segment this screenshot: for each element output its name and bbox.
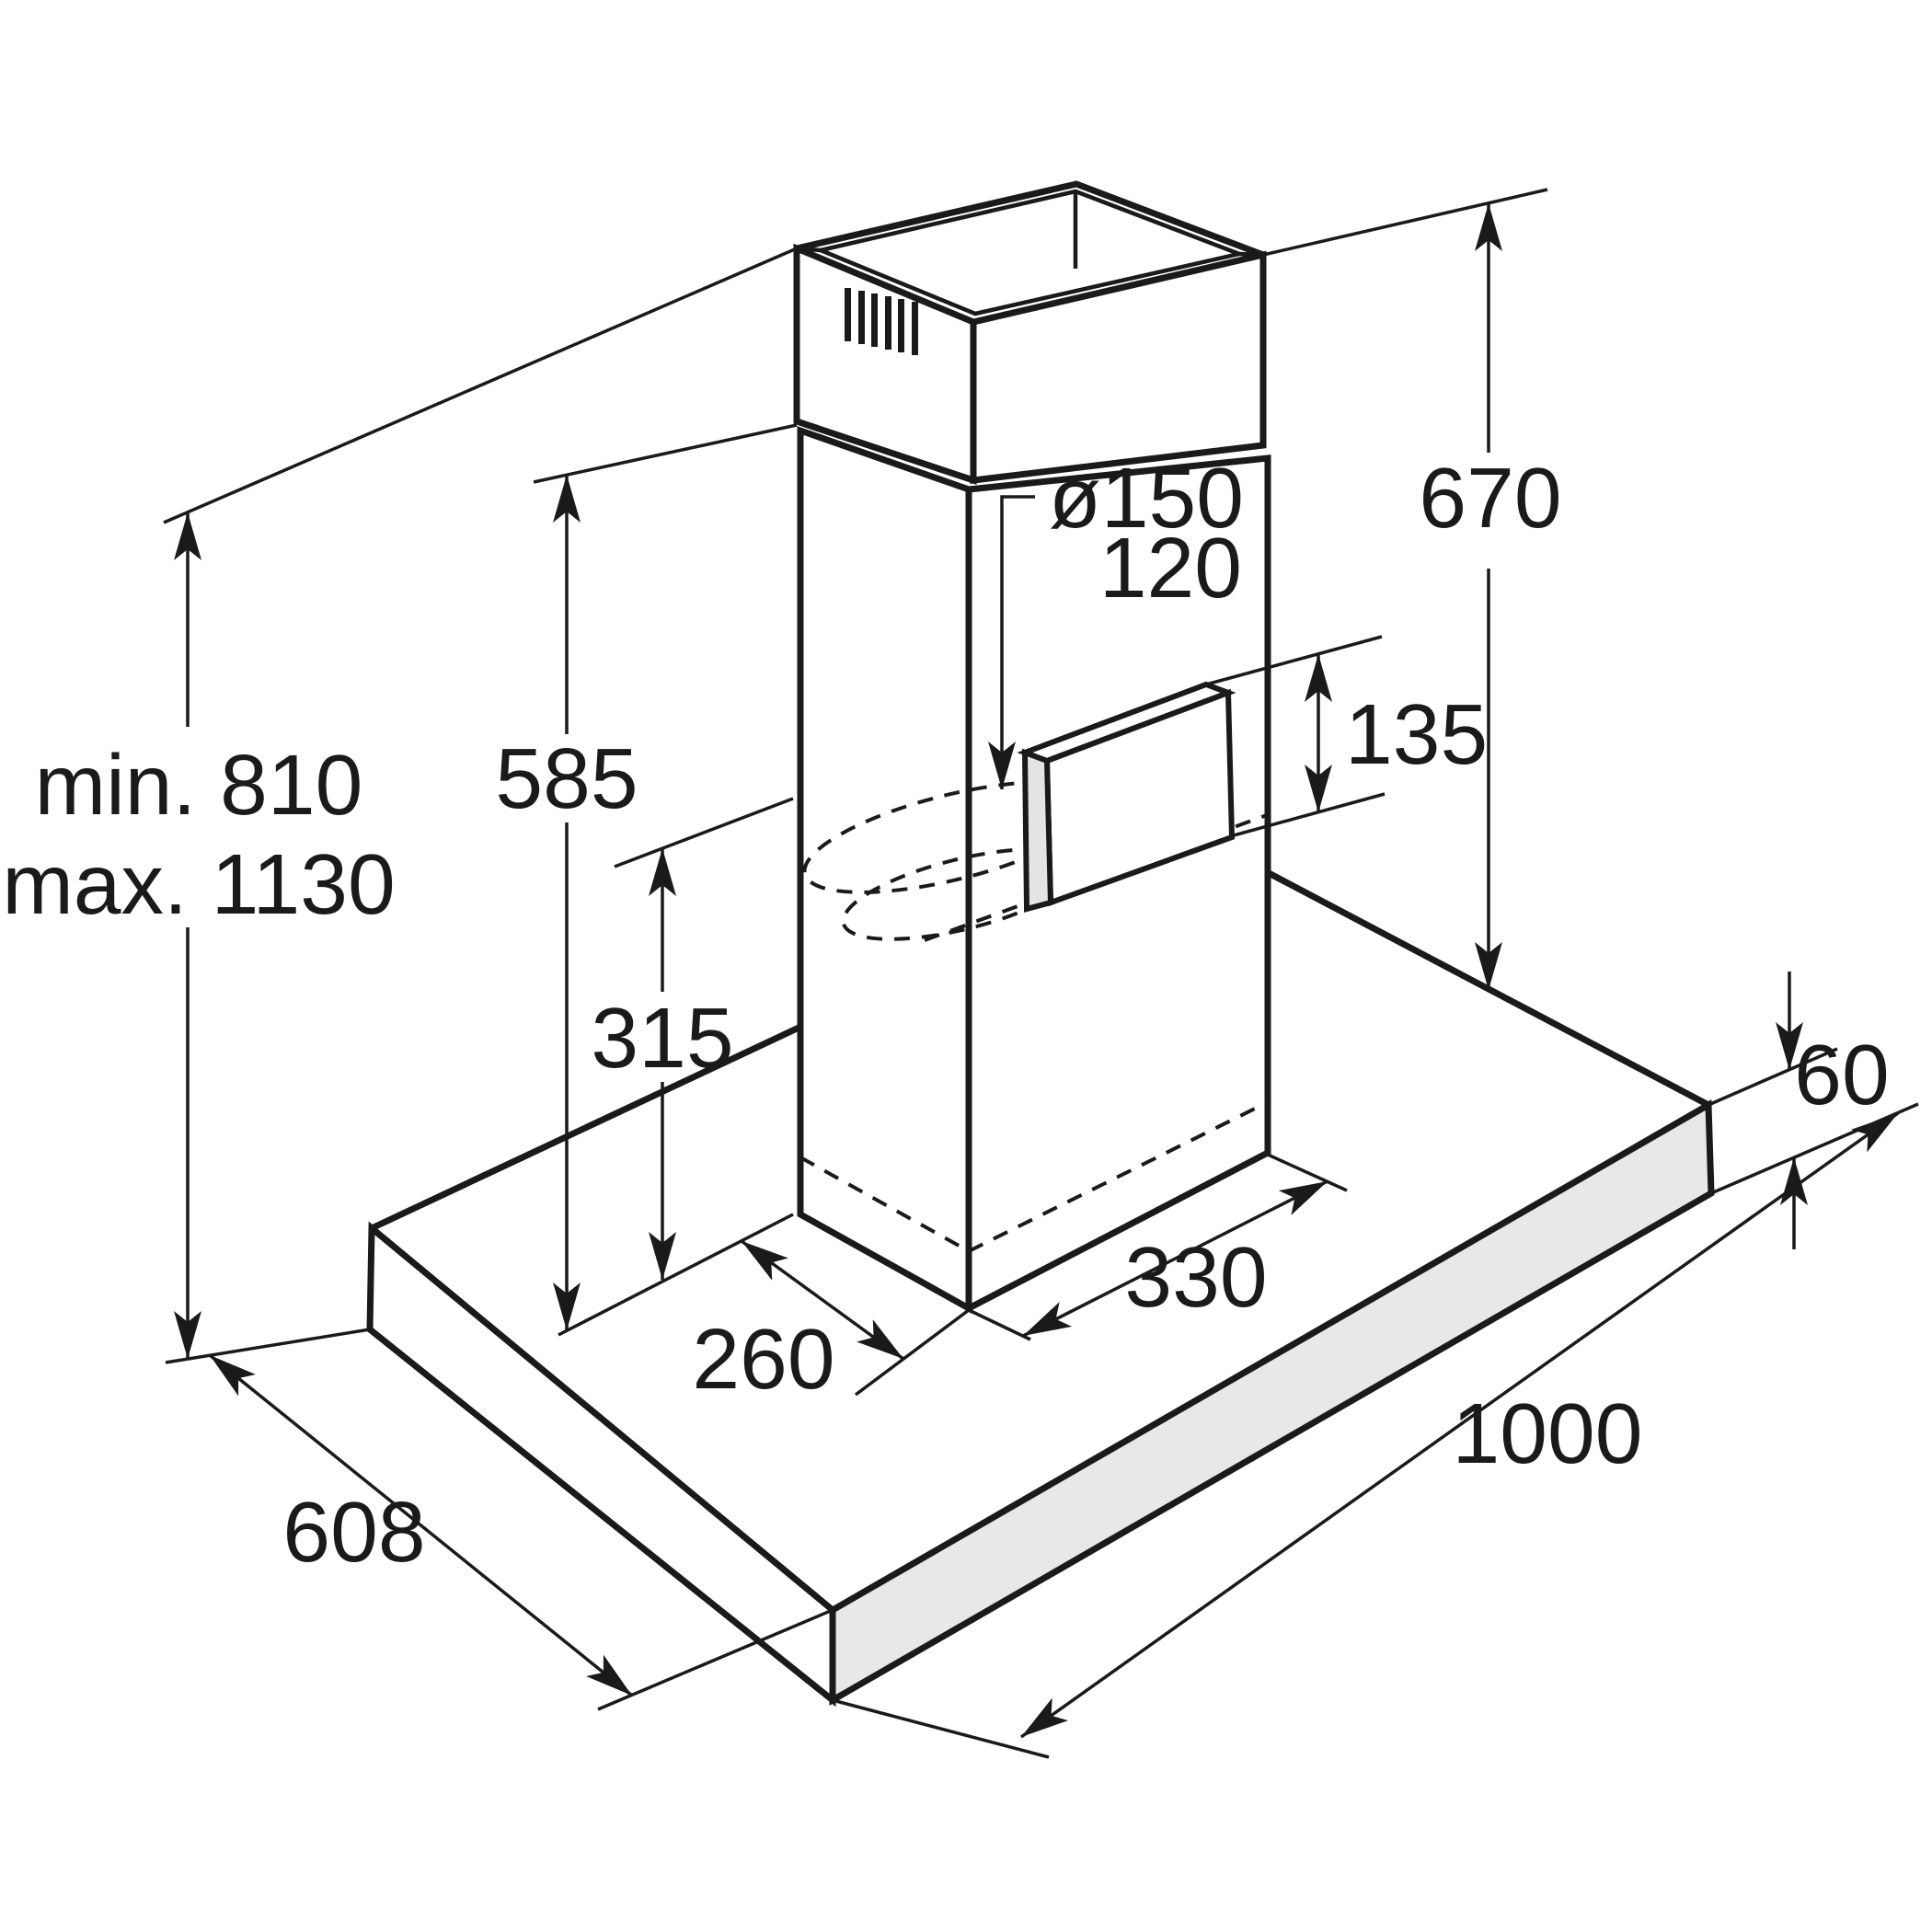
label-1000: 1000 xyxy=(1453,1386,1643,1481)
dim-body-depth: 608 xyxy=(208,1353,834,1711)
label-duct-150: ø150 xyxy=(1049,450,1244,546)
label-670: 670 xyxy=(1419,450,1561,546)
label-duct-120: 120 xyxy=(1099,520,1242,615)
chimney-lower-left-face xyxy=(797,426,972,1314)
duct-leader-line xyxy=(988,495,1035,789)
label-315: 315 xyxy=(591,990,733,1086)
label-60: 60 xyxy=(1794,1027,1889,1122)
dim-chimney-total-height: 670 xyxy=(1262,188,1562,990)
dim-duct-plane-height: 315 xyxy=(591,797,794,1280)
chimney-top-back-rim xyxy=(796,180,1265,259)
dim-chimney-base-depth: 260 xyxy=(692,1239,971,1407)
vent-grille-icon xyxy=(845,288,918,355)
label-height-max: max. 1130 xyxy=(2,836,395,932)
dim-chimney-visible-height: 585 xyxy=(495,423,798,1330)
ref-line-bottom xyxy=(165,1328,371,1364)
chimney-upper-right-face xyxy=(970,250,1267,484)
chimney-lower-section xyxy=(797,426,1271,1314)
base-left-panel xyxy=(366,1221,836,1708)
ref-line-top xyxy=(163,247,798,524)
dim-outlet-height: 135 xyxy=(1205,635,1488,837)
label-608: 608 xyxy=(282,1484,425,1580)
rim-corner-left xyxy=(796,246,822,253)
dim-duct-diameter: ø150 120 xyxy=(988,450,1244,789)
dim-body-front-height: 60 xyxy=(1708,972,1919,1249)
label-260: 260 xyxy=(692,1311,834,1407)
chimney-upper-section xyxy=(793,180,1267,485)
hidden-edge-left xyxy=(799,1156,970,1253)
base-back-right-edge xyxy=(1201,834,1710,1109)
label-330: 330 xyxy=(1124,1229,1267,1325)
dim-height-minmax: min. 810 max. 1130 xyxy=(2,247,798,1364)
label-585: 585 xyxy=(495,730,638,826)
rim-corner-right xyxy=(1238,251,1264,258)
label-height-min: min. 810 xyxy=(35,737,363,833)
dim-body-width: 1000 xyxy=(832,1111,1900,1759)
label-135: 135 xyxy=(1345,686,1488,782)
spigot-side-face xyxy=(1021,748,1054,913)
duct-spigot xyxy=(1017,681,1236,913)
